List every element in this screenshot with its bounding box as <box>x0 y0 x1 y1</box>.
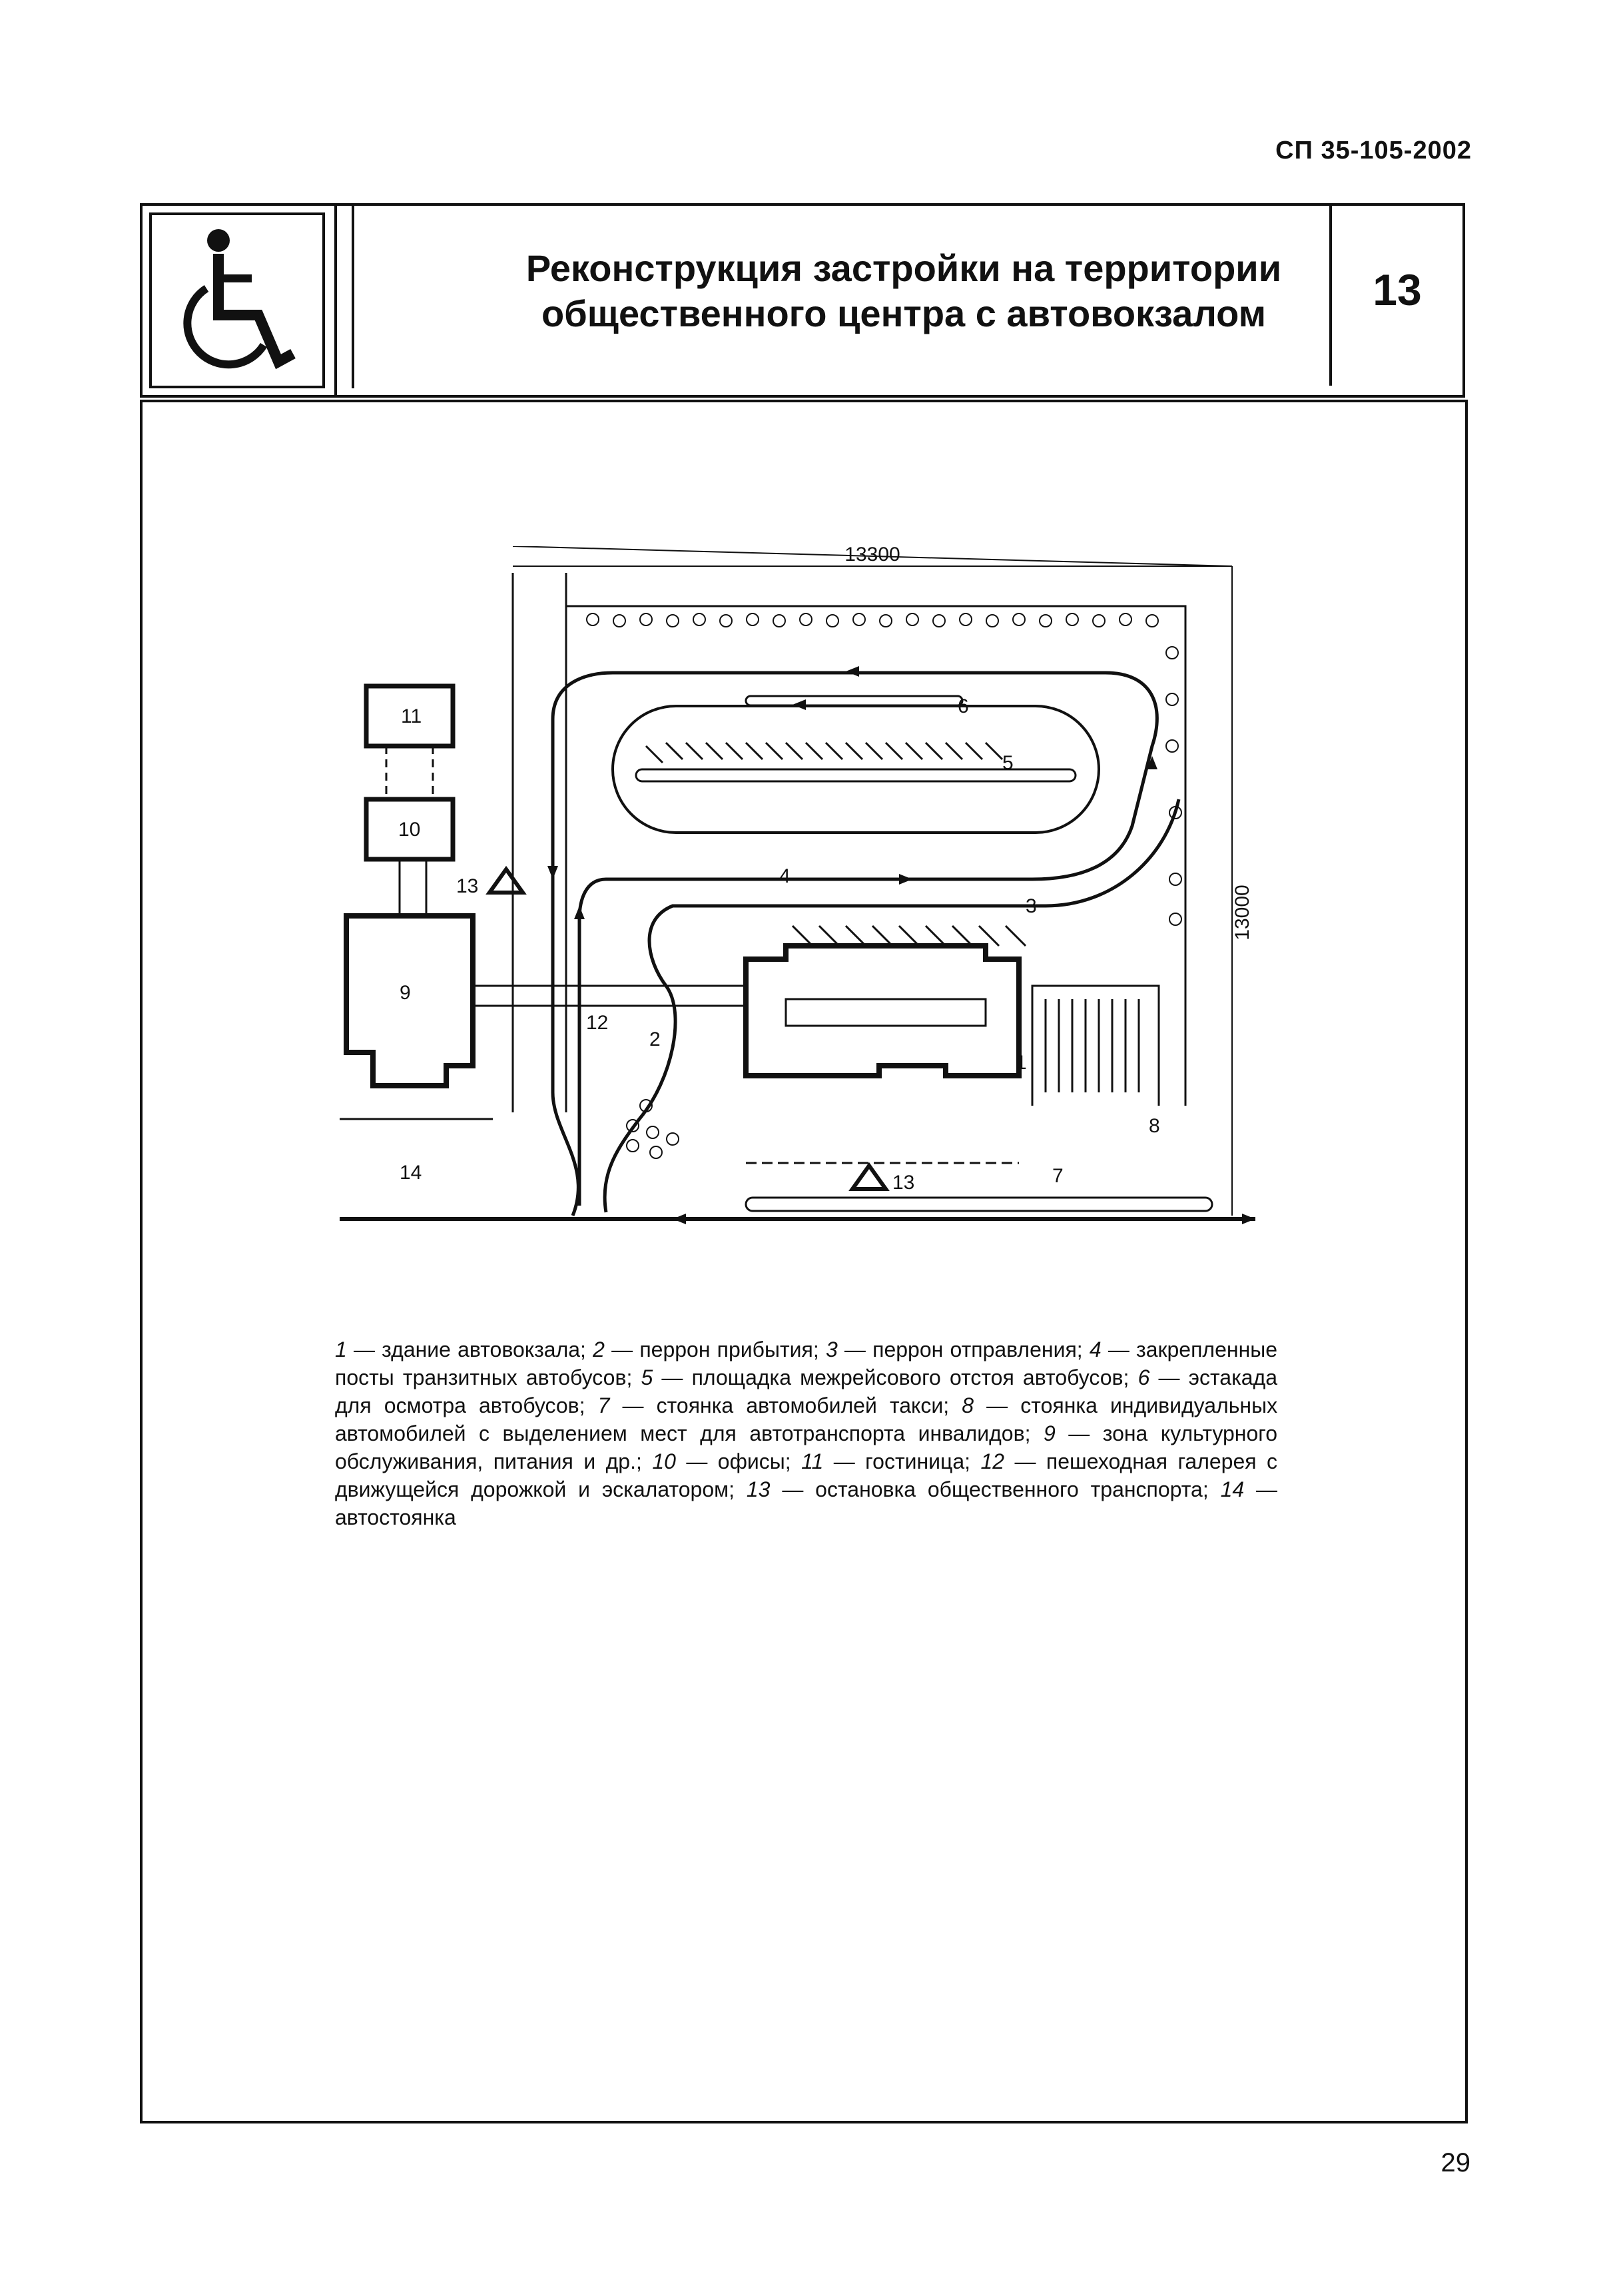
plan-label-9: 9 <box>400 982 411 1004</box>
page-title: Реконструкция застройки на территории об… <box>354 246 1453 336</box>
legend-item-number: 9 <box>1043 1421 1056 1445</box>
legend-item-text: стоянка автомобилей такси; <box>656 1393 950 1417</box>
plan-label-12: 12 <box>586 1012 608 1034</box>
page-number: 29 <box>1441 2148 1471 2177</box>
legend-item: 7 — стоянка автомобилей такси; <box>597 1393 950 1417</box>
document-code: СП 35-105-2002 <box>1275 137 1472 165</box>
legend-item: 2 — перрон прибытия; <box>593 1338 819 1361</box>
legend-item-number: 4 <box>1089 1338 1102 1361</box>
plan-label-14: 14 <box>400 1162 422 1184</box>
legend-item: 5 — площадка межрейсового отстоя автобус… <box>641 1365 1129 1389</box>
dim-height-label: 13000 <box>1231 885 1253 940</box>
legend-item-text: остановка общественного транспорта; <box>815 1477 1209 1501</box>
legend-item-text: здание автовокзала; <box>382 1338 586 1361</box>
plan-label-6: 6 <box>958 695 969 717</box>
icon-box <box>149 212 325 388</box>
legend-item: 1 — здание автовокзала; <box>335 1338 586 1361</box>
legend-item-number: 12 <box>980 1449 1005 1473</box>
plan-label-13a: 13 <box>456 875 478 897</box>
legend-item-text: гостиница; <box>865 1449 971 1473</box>
legend-item-text: перрон отправления; <box>872 1338 1083 1361</box>
legend-item-number: 6 <box>1137 1365 1150 1389</box>
legend-item-text: офисы; <box>717 1449 791 1473</box>
legend-item-text: перрон прибытия; <box>639 1338 819 1361</box>
legend-item-number: 3 <box>825 1338 838 1361</box>
legend-item-text: закрепленные посты транзитных автобусов; <box>335 1338 1278 1389</box>
legend-item-number: 1 <box>335 1338 347 1361</box>
legend-item: 11 — гостиница; <box>801 1449 971 1473</box>
plan-label-5: 5 <box>1002 752 1014 774</box>
legend-item: 6 — эстакада для осмотра автобусов; <box>335 1365 1278 1417</box>
title-line-2: общественного центра с автовокзалом <box>541 292 1267 334</box>
plan-label-8: 8 <box>1149 1115 1160 1137</box>
legend-item-number: 8 <box>962 1393 974 1417</box>
legend: 1 — здание автовокзала; 2 — перрон прибы… <box>335 1336 1277 1531</box>
plan-label-7: 7 <box>1052 1165 1064 1187</box>
title-line-1: Реконструкция застройки на территории <box>525 247 1282 289</box>
legend-item: 4 — закрепленные посты транзитных автобу… <box>335 1338 1278 1389</box>
title-cell: Реконструкция застройки на территории об… <box>352 206 1477 388</box>
legend-item: 8 — стоянка индивидуальных автомобилей с… <box>335 1393 1278 1445</box>
dim-width-label: 13300 <box>844 546 900 566</box>
legend-item-text: эстакада для осмотра автобусов; <box>335 1365 1278 1417</box>
legend-item-text: площадка межрейсового отстоя автобусов; <box>691 1365 1129 1389</box>
plan-label-11: 11 <box>401 705 422 727</box>
header-frame: Реконструкция застройки на территории об… <box>140 203 1465 398</box>
legend-item: 3 — перрон отправления; <box>825 1338 1083 1361</box>
sheet-number: 13 <box>1373 265 1422 314</box>
legend-item-number: 14 <box>1220 1477 1245 1501</box>
legend-item: 9 — зона культурного обслуживания, питан… <box>335 1421 1278 1473</box>
legend-item-text: стоянка индивидуальных автомобилей с выд… <box>335 1393 1278 1445</box>
legend-item: 12 — пешеходная галерея с движущейся дор… <box>335 1449 1278 1501</box>
legend-item-number: 11 <box>801 1449 824 1473</box>
main-frame <box>140 400 1468 2123</box>
sheet-number-cell: 13 <box>1329 206 1462 386</box>
legend-item-number: 5 <box>641 1365 653 1389</box>
legend-item: 13 — остановка общественного транспорта; <box>746 1477 1209 1501</box>
legend-item-text: зона культурного обслуживания, питания и… <box>335 1421 1278 1473</box>
wheelchair-icon <box>183 229 296 370</box>
plan-label-3: 3 <box>1026 895 1037 917</box>
plan-label-13b: 13 <box>892 1172 914 1194</box>
site-plan: 13300 13000 1 2 3 4 5 6 7 8 9 10 11 12 1… <box>340 546 1255 1224</box>
legend-item-text: пешеходная галерея с движущейся дорожкой… <box>335 1449 1278 1501</box>
legend-item-number: 13 <box>746 1477 771 1501</box>
plan-label-2: 2 <box>649 1028 661 1050</box>
legend-item-number: 2 <box>593 1338 605 1361</box>
plan-label-1: 1 <box>1016 1052 1027 1074</box>
icon-cell <box>143 206 337 395</box>
plan-label-10: 10 <box>398 819 420 841</box>
plan-label-4: 4 <box>779 865 791 887</box>
legend-item-text: автостоянка <box>335 1505 456 1529</box>
legend-item: 10 — офисы; <box>652 1449 791 1473</box>
legend-item-number: 7 <box>597 1393 610 1417</box>
legend-item-number: 10 <box>652 1449 676 1473</box>
legend-item: 14 — автостоянка <box>335 1477 1278 1529</box>
